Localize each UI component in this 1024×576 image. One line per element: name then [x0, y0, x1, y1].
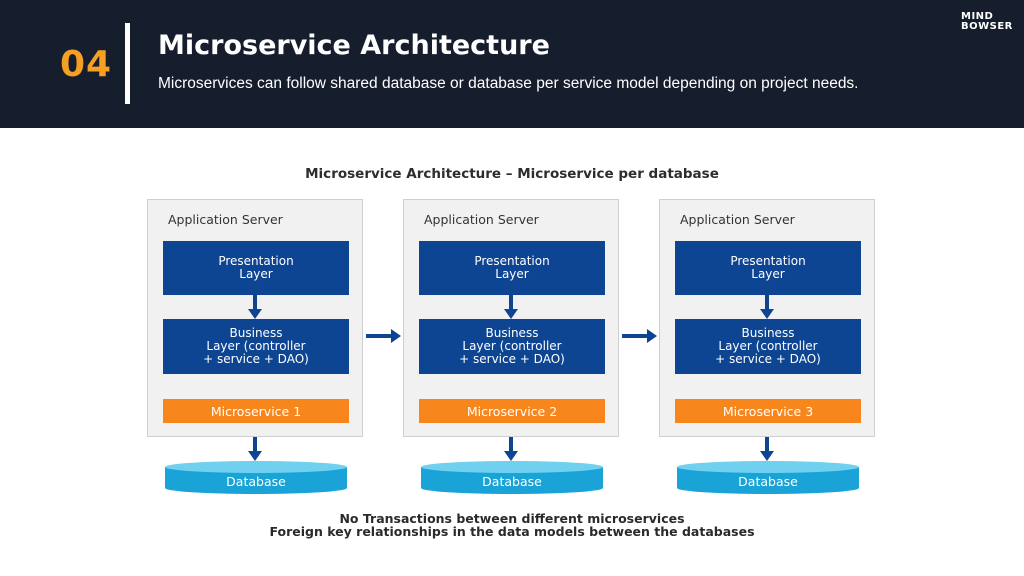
database-label: Database [482, 474, 542, 489]
presentation-layer-label: Presentation Layer [730, 254, 806, 281]
page-subtitle: Microservices can follow shared database… [158, 75, 859, 92]
database-1: Database [165, 461, 347, 494]
presentation-layer-label: Presentation Layer [474, 254, 550, 281]
database-icon [677, 461, 859, 494]
server-label: Application Server [424, 212, 539, 227]
footer-note-1: No Transactions between different micros… [339, 511, 685, 526]
arrow-down-icon [760, 437, 774, 461]
arrow-right-icon [366, 329, 401, 343]
database-label: Database [226, 474, 286, 489]
arrow-down-icon [760, 294, 774, 319]
microservice-box: Microservice 3 [675, 399, 861, 423]
server-label: Application Server [168, 212, 283, 227]
mindbowser-logo: MIND BOWSER [961, 12, 1017, 34]
presentation-layer: Presentation Layer [163, 241, 349, 295]
database-label: Database [738, 474, 798, 489]
business-layer: Business Layer (controller + service + D… [163, 319, 349, 374]
page-title: Microservice Architecture [158, 30, 550, 61]
slide-number: 04 [60, 44, 113, 85]
database-icon [421, 461, 603, 494]
microservice-box: Microservice 1 [163, 399, 349, 423]
business-layer-label: Business Layer (controller + service + D… [459, 326, 565, 366]
business-layer: Business Layer (controller + service + D… [419, 319, 605, 374]
application-server-1: Application Server Presentation Layer Bu… [147, 199, 363, 437]
server-label: Application Server [680, 212, 795, 227]
arrow-down-icon [504, 437, 518, 461]
arrow-down-icon [248, 437, 262, 461]
database-icon [165, 461, 347, 494]
presentation-layer: Presentation Layer [419, 241, 605, 295]
footer-note-2: Foreign key relationships in the data mo… [269, 524, 755, 539]
microservice-box: Microservice 2 [419, 399, 605, 423]
presentation-layer-label: Presentation Layer [218, 254, 294, 281]
business-layer: Business Layer (controller + service + D… [675, 319, 861, 374]
business-layer-label: Business Layer (controller + service + D… [715, 326, 821, 366]
database-2: Database [421, 461, 603, 494]
database-3: Database [677, 461, 859, 494]
logo-line-2: BOWSER [961, 21, 1013, 32]
presentation-layer: Presentation Layer [675, 241, 861, 295]
arrow-right-icon [622, 329, 657, 343]
arrow-down-icon [248, 294, 262, 319]
header-bar: 04 Microservice Architecture Microservic… [0, 0, 1024, 128]
header-divider [125, 23, 130, 104]
business-layer-label: Business Layer (controller + service + D… [203, 326, 309, 366]
logo-line-1: MIND [961, 11, 994, 22]
diagram-title: Microservice Architecture – Microservice… [305, 166, 719, 182]
arrow-down-icon [504, 294, 518, 319]
